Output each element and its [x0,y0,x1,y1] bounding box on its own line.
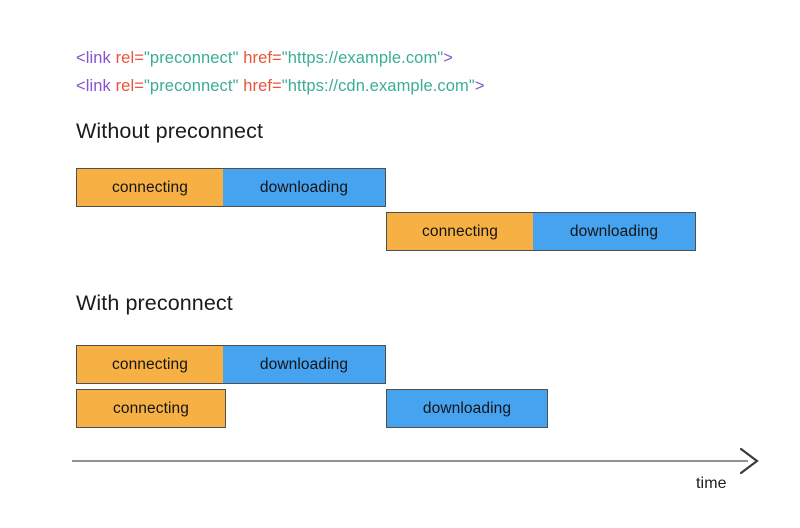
bar-with-req1-downloading: downloading [223,345,386,384]
bar-without-req2-connecting: connecting [386,212,534,251]
section-title-without-preconnect: Without preconnect [76,119,264,143]
code-attr-href: href= [238,49,282,67]
code-value-href: "https://example.com" [281,49,444,67]
bar-with-req2-downloading: downloading [386,389,548,428]
bar-without-req1-connecting: connecting [76,168,224,207]
code-line-1: <link rel="preconnect" href="https://exa… [76,44,485,72]
code-line-2: <link rel="preconnect" href="https://cdn… [76,72,485,100]
code-attr-rel: rel= [110,77,144,95]
code-attr-href: href= [238,77,282,95]
arrow-right-icon [739,447,759,475]
bar-with-req2-connecting: connecting [76,389,226,428]
bar-without-req1-downloading: downloading [223,168,386,207]
code-tag-close: > [474,77,485,95]
bar-without-req2-downloading: downloading [533,212,696,251]
code-value-rel: "preconnect" [143,77,239,95]
code-tag-open: <link [76,49,111,67]
code-tag-close: > [443,49,454,67]
code-snippet: <link rel="preconnect" href="https://exa… [76,44,485,100]
time-axis [72,447,759,475]
code-value-rel: "preconnect" [143,49,239,67]
code-tag-open: <link [76,77,111,95]
time-axis-label: time [696,475,727,492]
code-attr-rel: rel= [110,49,144,67]
bar-with-req1-connecting: connecting [76,345,224,384]
code-value-href: "https://cdn.example.com" [281,77,475,95]
section-title-with-preconnect: With preconnect [76,291,233,315]
